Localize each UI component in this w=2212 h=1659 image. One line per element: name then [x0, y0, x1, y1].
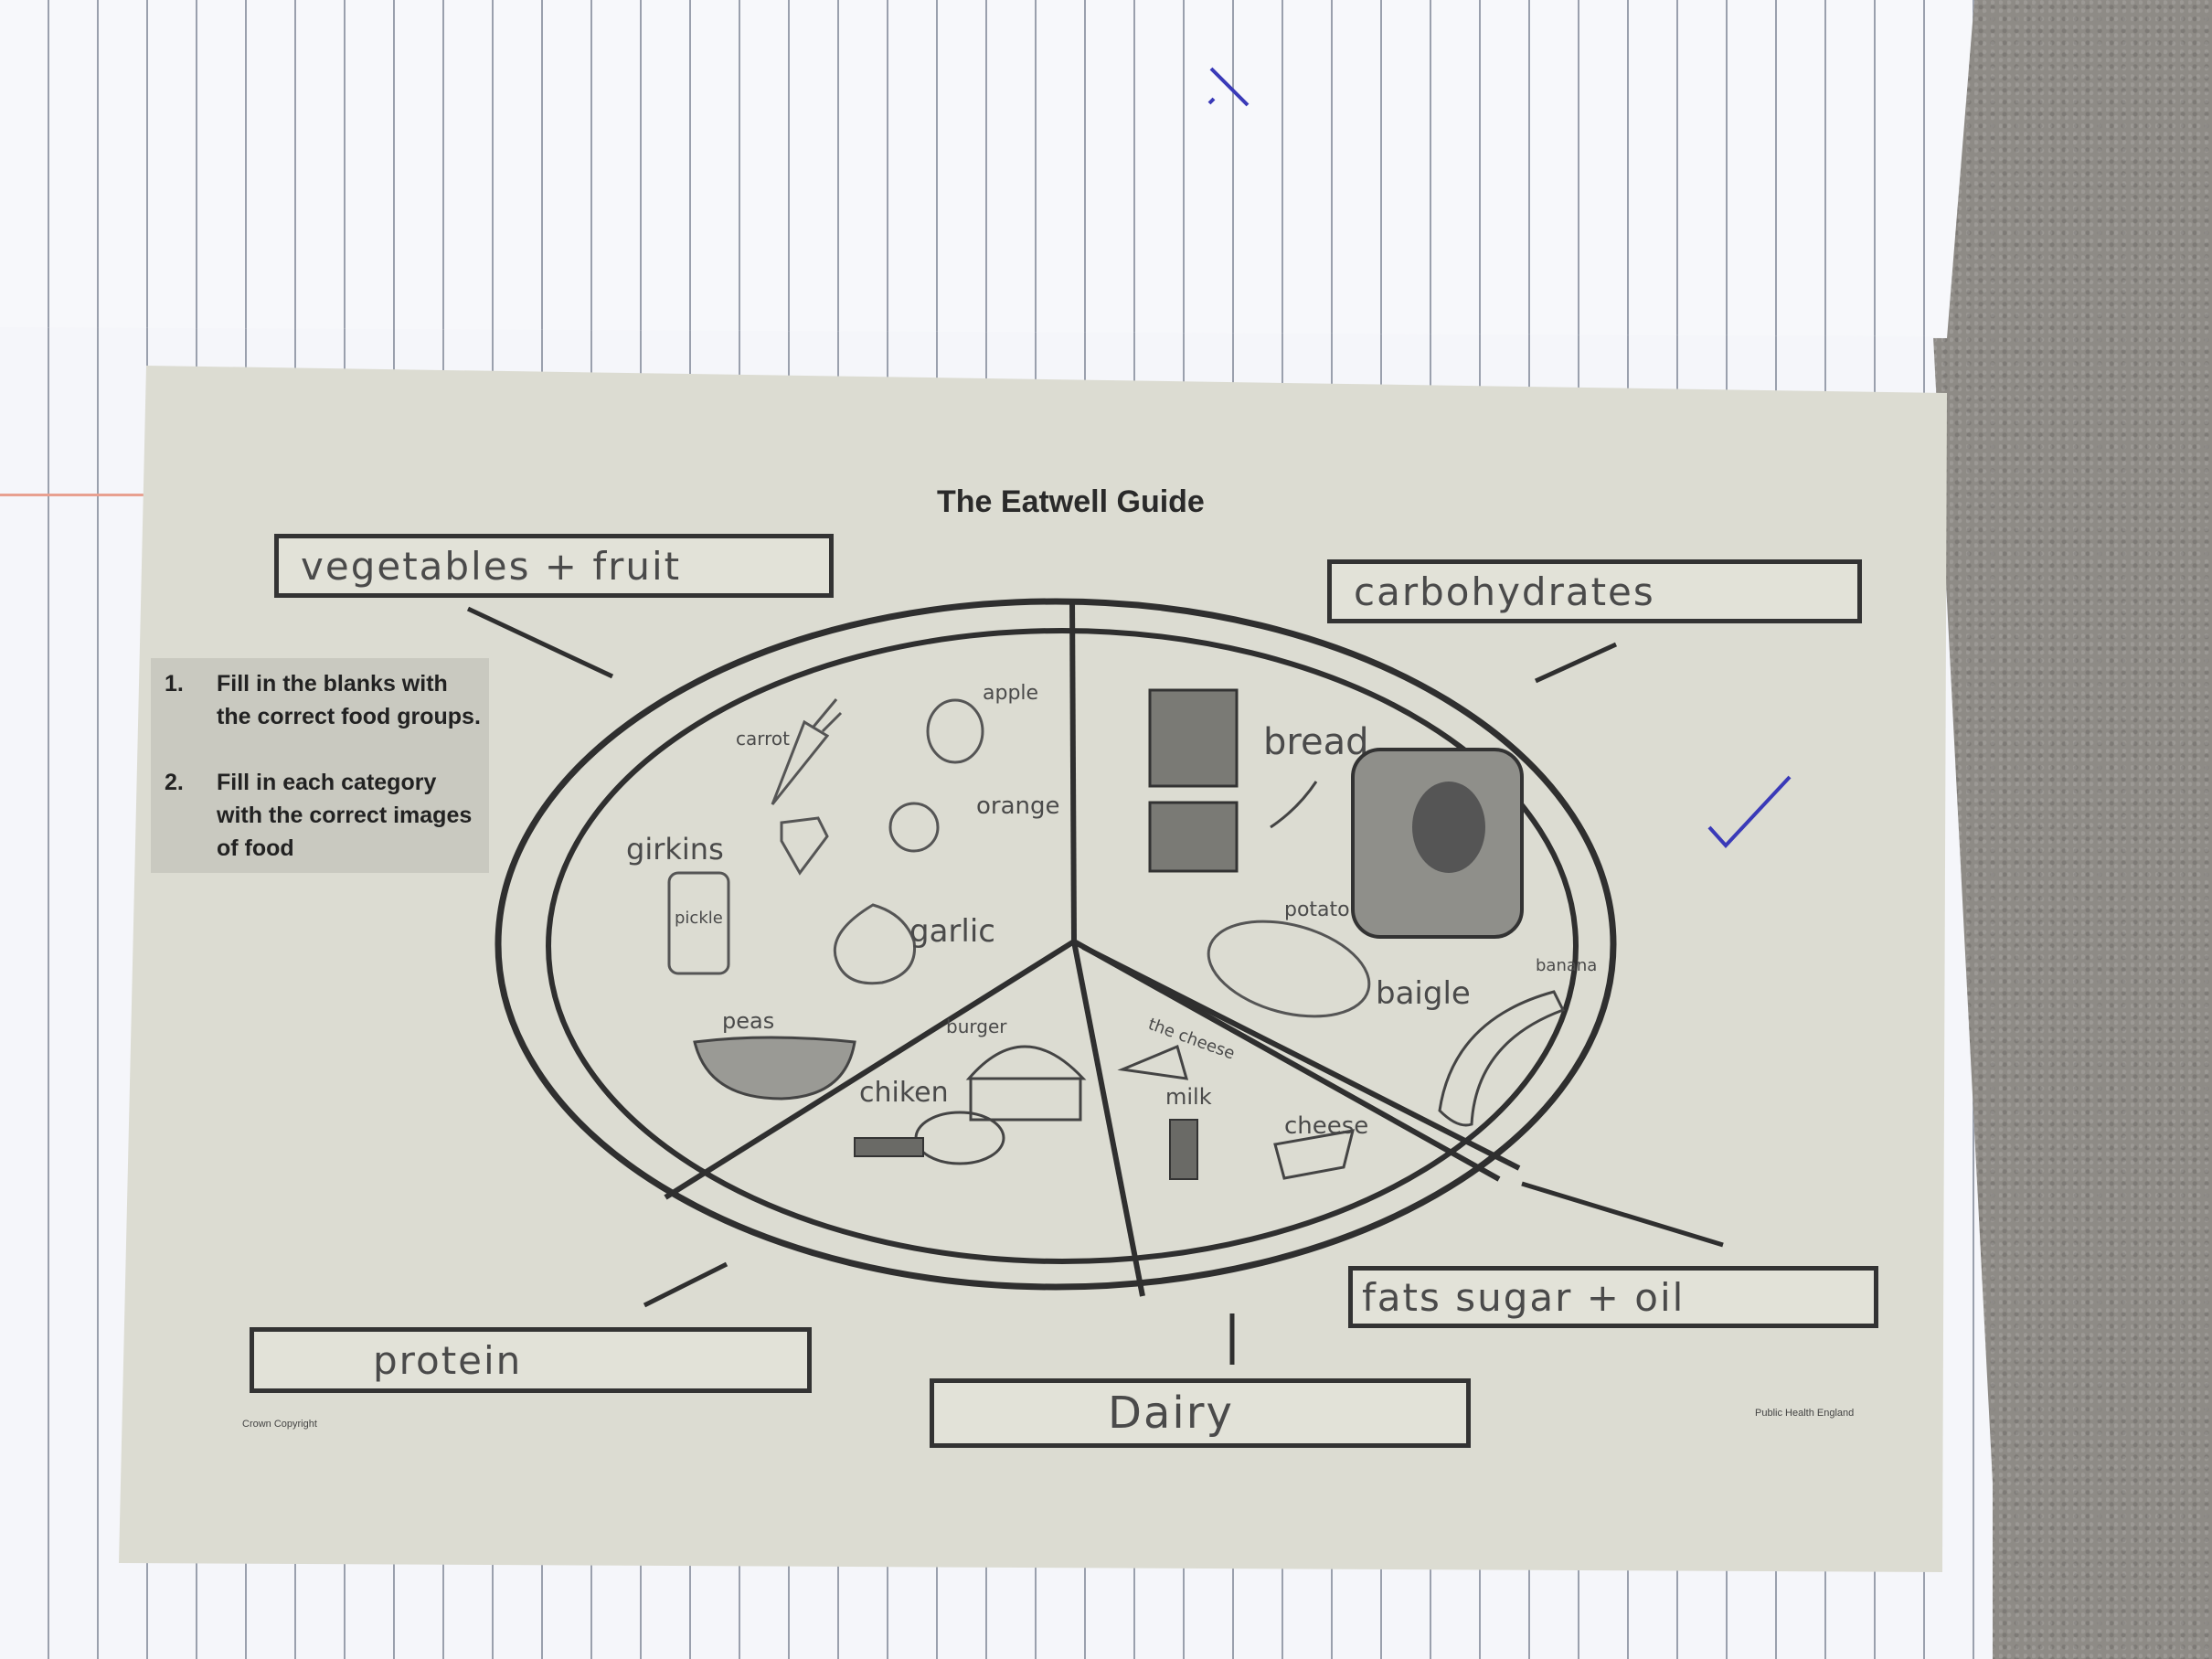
garlic-label: garlic [909, 913, 995, 950]
protein-answer-box: protein [250, 1327, 812, 1393]
dairy-answer-box: Dairy [930, 1378, 1471, 1448]
chicken-bone-drawing [854, 1137, 924, 1157]
peas-label: peas [722, 1008, 774, 1034]
plate-divider-top [1069, 598, 1077, 942]
instruction-1-number: 1. [165, 671, 184, 697]
instruction-2-number: 2. [165, 770, 184, 795]
plate-divider-left [664, 939, 1076, 1200]
peas-bowl-drawing [693, 1036, 856, 1101]
potato-drawing [1207, 920, 1371, 1018]
carrot-drawing [771, 719, 830, 805]
arrow-vegetables [466, 606, 614, 679]
cheese-wedge-large [1273, 1129, 1356, 1180]
fats-answer-box: fats sugar + oil [1348, 1266, 1878, 1328]
notebook-margin-line [0, 494, 183, 496]
arrow-fats [1521, 1181, 1724, 1248]
bagel-hole [1412, 782, 1485, 873]
girkins-label: girkins [626, 832, 724, 867]
apple-drawing [926, 698, 984, 764]
bread-loaf-drawing [1148, 688, 1239, 788]
carbohydrates-answer-box: carbohydrates [1327, 559, 1862, 623]
instructions-box: 1. Fill in the blanks with the correct f… [151, 658, 489, 873]
carrot-leaves [812, 698, 843, 733]
baigle-label: baigle [1376, 975, 1471, 1012]
garlic-drawing [833, 903, 917, 985]
pickle-label: pickle [675, 909, 723, 928]
banana-drawing [1438, 990, 1566, 1127]
bread-label: bread [1263, 721, 1368, 763]
plate-divider-bottom [1071, 941, 1145, 1297]
bread-slice-drawing [1148, 801, 1239, 873]
top-cheese-label: the cheese [1145, 1015, 1237, 1064]
orange-label: orange [976, 792, 1060, 820]
footer-publisher: Public Health England [1755, 1408, 1855, 1419]
milk-carton-drawing [1169, 1119, 1198, 1180]
notebook-upper-page [0, 0, 1974, 338]
apple-label: apple [983, 682, 1038, 705]
plate-outer-rim [495, 598, 1617, 1291]
strawberry-drawing [780, 816, 829, 876]
carrot-label: carrot [736, 728, 790, 750]
potato-label: potato [1284, 899, 1350, 921]
cheese-wedge-small [1117, 1044, 1189, 1080]
bread-arrow [1270, 781, 1318, 829]
chiken-label: chiken [859, 1077, 949, 1109]
arrow-carbohydrates [1534, 642, 1618, 684]
footer-copyright: Crown Copyright [242, 1419, 317, 1430]
burger-bun-drawing [965, 1045, 1087, 1080]
instruction-2-text: Fill in each category with the correct i… [217, 770, 473, 861]
plate-inner-rim [546, 628, 1579, 1264]
teacher-tick-top-page [1207, 67, 1250, 107]
arrow-protein [643, 1261, 728, 1308]
worksheet-title: The Eatwell Guide [937, 484, 1205, 519]
plate-divider-right-2 [1081, 944, 1521, 1171]
vegetables-answer-box: vegetables + fruit [274, 534, 834, 598]
burger-base-drawing [969, 1077, 1082, 1122]
burger-label: burger [946, 1016, 1007, 1037]
pickle-jar-drawing [667, 871, 730, 975]
banana-label: banana [1536, 956, 1597, 975]
instruction-1-text: Fill in the blanks with the correct food… [217, 671, 481, 729]
orange-drawing [888, 802, 940, 853]
chicken-leg-drawing [914, 1111, 1005, 1165]
milk-label: milk [1165, 1084, 1212, 1110]
teacher-tick-worksheet [1707, 775, 1792, 848]
